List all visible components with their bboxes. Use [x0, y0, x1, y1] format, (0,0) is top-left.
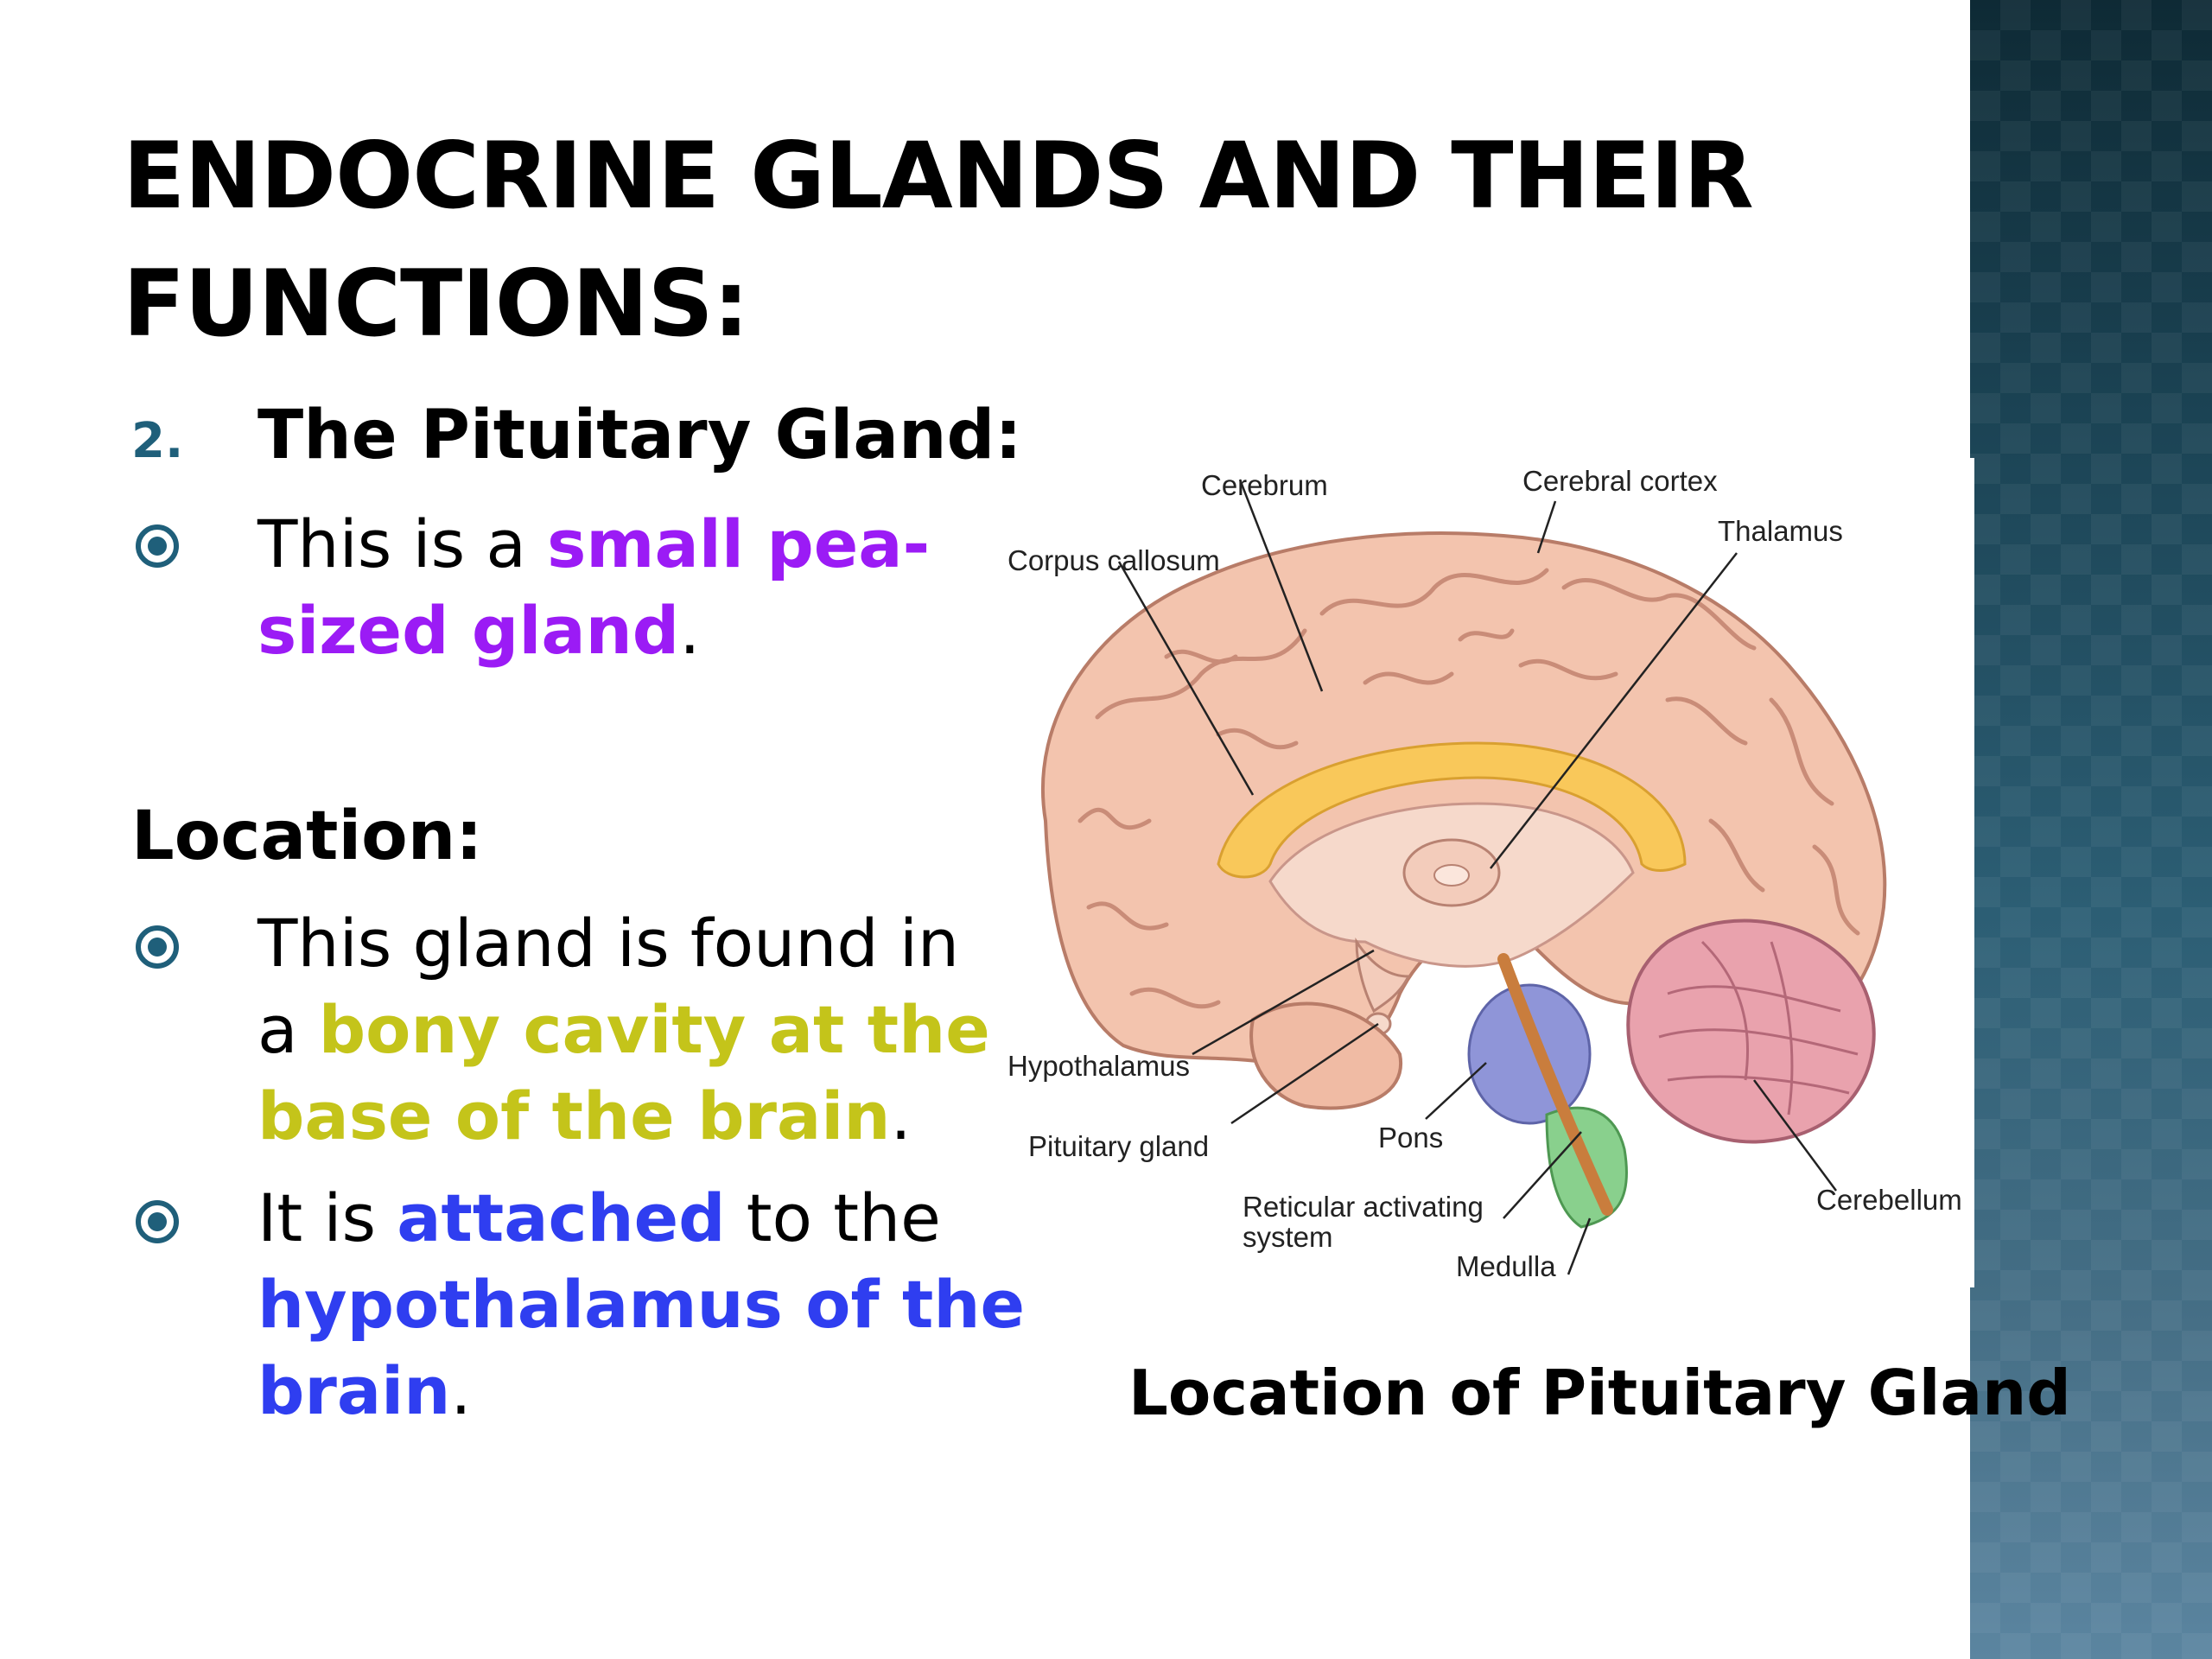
para3-highlight-2b: brain — [257, 1352, 451, 1429]
pons-shape — [1467, 983, 1592, 1125]
para3-line-2: hypothalamus of the — [257, 1262, 1035, 1348]
label-corpus-callosum: Corpus callosum — [1007, 544, 1220, 576]
label-thalamus: Thalamus — [1718, 515, 1843, 547]
reticular-shape — [1497, 953, 1613, 1216]
para3-suffix: . — [450, 1352, 472, 1429]
leader-lines — [1117, 479, 1838, 1275]
para3-middle: to the — [725, 1179, 941, 1256]
circled-dot-icon — [136, 925, 179, 969]
para2-line-3: base of the brain. — [257, 1073, 1035, 1160]
slide-title: ENDOCRINE GLANDS AND THEIR FUNCTIONS: — [123, 112, 1754, 368]
corpus-callosum-shape — [1217, 741, 1687, 879]
para3-line-1: It is attached to the — [257, 1175, 1035, 1262]
para2-suffix: . — [890, 1077, 912, 1154]
diagram-caption: Location of Pituitary Gland — [1128, 1357, 2071, 1429]
list-number: 2. — [131, 413, 184, 469]
para3-highlight-1: attached — [397, 1179, 726, 1256]
para2-line-1: This gland is found in — [257, 905, 960, 982]
para3-highlight-2a: hypothalamus of the — [257, 1266, 1026, 1343]
gyri-texture — [1077, 568, 1860, 1009]
location-heading: Location: — [131, 798, 483, 875]
title-line-2: FUNCTIONS: — [123, 251, 749, 357]
location-paragraph: This gland is found in a bony cavity at … — [257, 900, 1035, 1160]
para2-highlight-1: bony cavity at the — [318, 991, 990, 1068]
gland-size-paragraph: This is a small pea- sized gland. — [257, 501, 1018, 674]
circled-dot-icon — [136, 524, 179, 568]
para1-suffix: . — [679, 592, 701, 669]
label-reticular-1: Reticular activating — [1243, 1191, 1484, 1223]
para1-highlight-2: sized gland — [257, 592, 680, 669]
temporal-lobe-shape — [1249, 1001, 1403, 1110]
circled-dot-icon — [136, 1200, 179, 1243]
gland-heading: The Pituitary Gland: — [257, 397, 1022, 474]
brain-illustration: Cerebrum Cerebral cortex Thalamus Corpus… — [1007, 465, 1962, 1282]
label-cerebellum: Cerebellum — [1816, 1184, 1962, 1216]
hypothalamus-shape — [1355, 938, 1411, 1014]
label-pituitary-gland: Pituitary gland — [1028, 1130, 1209, 1162]
label-pons: Pons — [1378, 1122, 1443, 1154]
attachment-paragraph: It is attached to the hypothalamus of th… — [257, 1175, 1035, 1434]
para2-line-2: a bony cavity at the — [257, 987, 1035, 1073]
para3-line-3: brain. — [257, 1348, 1035, 1434]
para1-line-2: sized gland. — [257, 588, 1018, 674]
para1-highlight-1: small pea- — [547, 505, 931, 582]
title-line-1: ENDOCRINE GLANDS AND THEIR — [123, 123, 1754, 229]
label-cerebral-cortex: Cerebral cortex — [1522, 465, 1718, 497]
para1-line-1: This is a small pea- — [257, 501, 1018, 588]
decorative-sidebar — [1970, 0, 2212, 1659]
para2-highlight-2: base of the brain — [257, 1077, 891, 1154]
para1-prefix: This is a — [257, 505, 548, 582]
para3-prefix: It is — [257, 1179, 397, 1256]
brain-diagram: Cerebrum Cerebral cortex Thalamus Corpus… — [994, 458, 1974, 1287]
label-cerebrum: Cerebrum — [1201, 469, 1328, 501]
label-medulla: Medulla — [1456, 1250, 1556, 1282]
label-reticular-2: system — [1243, 1221, 1333, 1253]
para2-prefix: a — [257, 991, 319, 1068]
label-hypothalamus: Hypothalamus — [1007, 1050, 1190, 1082]
sidebar-pattern — [1970, 0, 2212, 1659]
